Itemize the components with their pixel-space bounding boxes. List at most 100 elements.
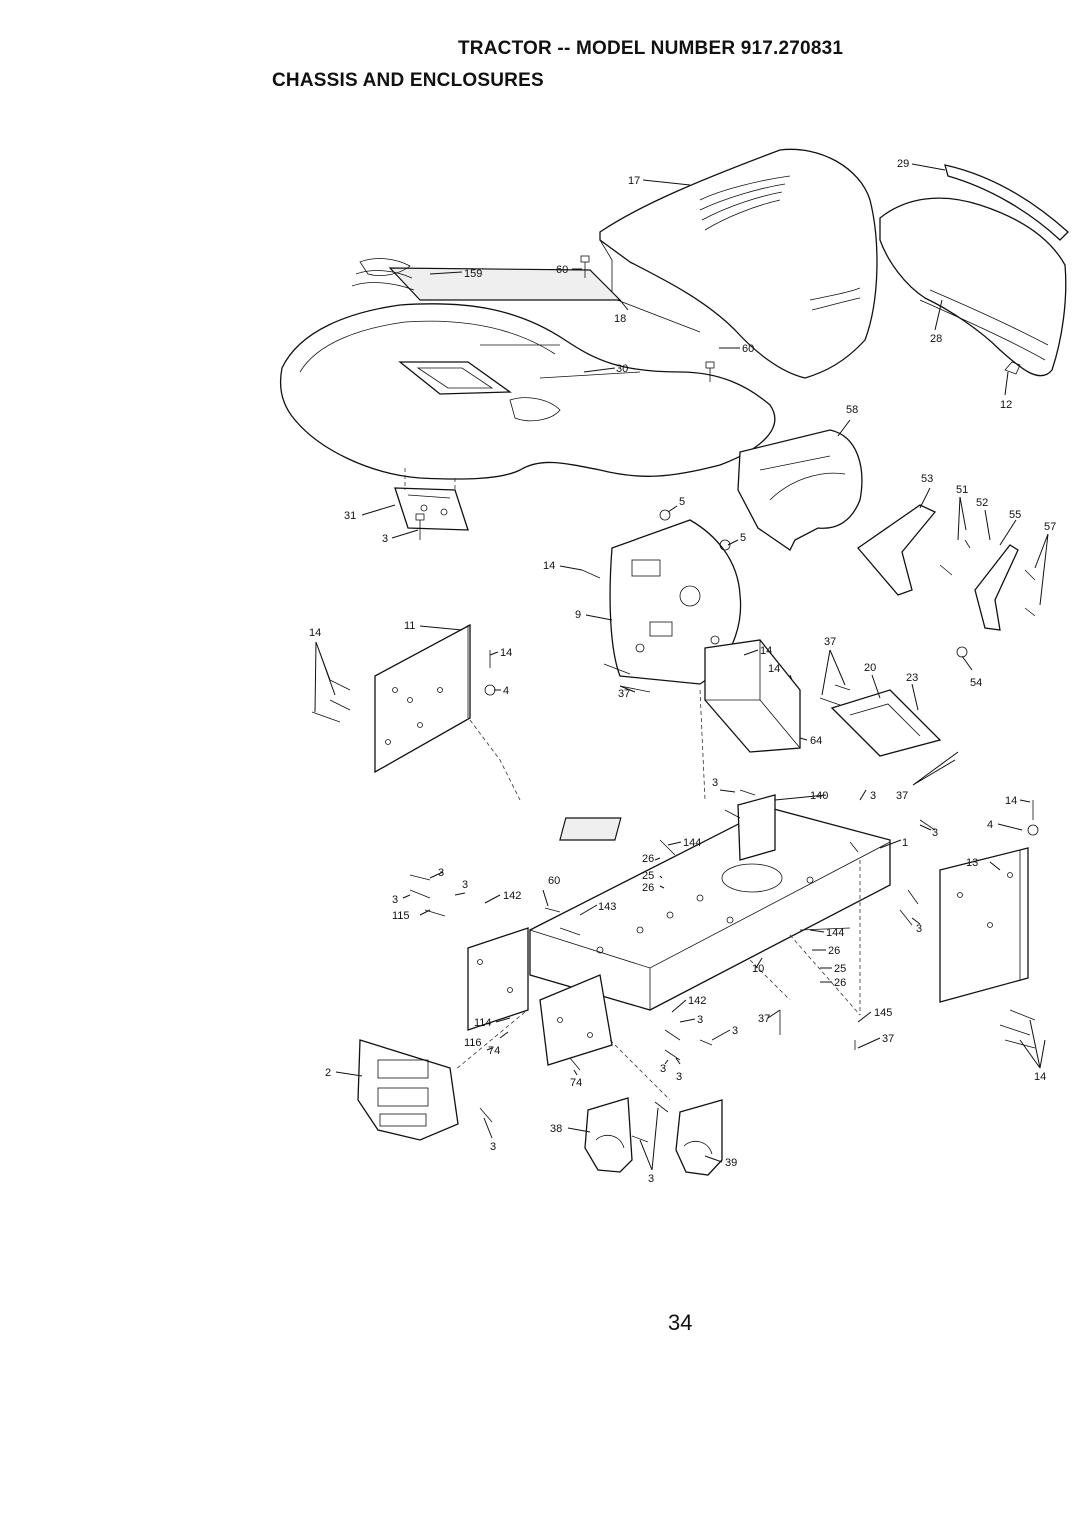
callout-142: 142 [688, 995, 706, 1007]
callout-64: 64 [810, 735, 822, 747]
callout-numbers: 17 29 159 60 18 28 60 30 12 58 31 3 5 5 … [309, 158, 1056, 1185]
callout-29: 29 [897, 158, 909, 170]
left-side-panel-part [374, 623, 471, 774]
decal-part [351, 258, 415, 291]
callout-3: 3 [382, 533, 388, 545]
front-bracket-part [737, 794, 776, 861]
callout-3: 3 [438, 867, 444, 879]
callout-26: 26 [642, 853, 654, 865]
hood-part [599, 148, 878, 379]
callout-3: 3 [697, 1014, 703, 1026]
callout-3: 3 [676, 1071, 682, 1083]
callout-159: 159 [464, 268, 482, 280]
callout-30: 30 [616, 363, 628, 375]
callout-25: 25 [642, 870, 654, 882]
callout-3: 3 [392, 894, 398, 906]
callout-3: 3 [732, 1025, 738, 1037]
callout-3: 3 [870, 790, 876, 802]
callout-3: 3 [462, 879, 468, 891]
callout-26: 26 [828, 945, 840, 957]
callout-14: 14 [1005, 795, 1017, 807]
callout-37: 37 [824, 636, 836, 648]
hitch-plate-part [357, 1039, 459, 1141]
callout-58: 58 [846, 404, 858, 416]
callout-37: 37 [882, 1033, 894, 1045]
footrest-part [737, 429, 863, 551]
callout-18: 18 [614, 313, 626, 325]
callout-37: 37 [758, 1013, 770, 1025]
callout-38: 38 [550, 1123, 562, 1135]
callout-13: 13 [966, 857, 978, 869]
headlight-lens-part [944, 164, 1069, 241]
callout-12: 12 [1000, 399, 1012, 411]
callout-5: 5 [740, 532, 746, 544]
callout-143: 143 [598, 901, 616, 913]
assembly-lines [404, 468, 861, 1101]
callout-116: 116 [464, 1037, 482, 1049]
callout-26: 26 [834, 977, 846, 989]
callout-114: 114 [474, 1017, 492, 1029]
hardware-bolts [311, 255, 1039, 1143]
page-number: 34 [668, 1310, 693, 1335]
callout-3: 3 [660, 1063, 666, 1075]
callout-55: 55 [1009, 509, 1021, 521]
callout-2: 2 [325, 1067, 331, 1079]
callout-11: 11 [404, 620, 415, 632]
grille-part [879, 197, 1067, 377]
callout-74: 74 [570, 1077, 582, 1089]
callout-5: 5 [679, 496, 685, 508]
callout-14: 14 [500, 647, 512, 659]
callout-17: 17 [628, 175, 640, 187]
callout-37: 37 [618, 688, 630, 700]
rear-plate-right-part [539, 974, 613, 1066]
mounting-plate-part [830, 689, 942, 757]
callout-52: 52 [976, 497, 988, 509]
callout-25: 25 [834, 963, 846, 975]
callout-14: 14 [760, 645, 772, 657]
callout-14: 14 [309, 627, 321, 639]
callout-74: 74 [488, 1045, 500, 1057]
seat-bracket-part [394, 487, 469, 531]
callout-60: 60 [742, 343, 754, 355]
fender-deck-part [279, 267, 776, 480]
callout-14: 14 [1034, 1071, 1046, 1083]
callout-26: 26 [642, 882, 654, 894]
callout-20: 20 [864, 662, 876, 674]
right-side-panel-part [939, 847, 1029, 1003]
console-part [704, 639, 801, 753]
callout-144: 144 [683, 837, 701, 849]
rear-plate-left-part [467, 927, 529, 1031]
callout-1: 1 [902, 837, 908, 849]
callout-3: 3 [490, 1141, 496, 1153]
callout-3: 3 [712, 777, 718, 789]
callout-53: 53 [921, 473, 933, 485]
callout-37: 37 [896, 790, 908, 802]
callout-23: 23 [906, 672, 918, 684]
callout-3: 3 [648, 1173, 654, 1185]
callout-3: 3 [916, 923, 922, 935]
callout-57: 57 [1044, 521, 1056, 533]
callout-10: 10 [752, 963, 764, 975]
callout-51: 51 [956, 484, 968, 496]
callout-28: 28 [930, 333, 942, 345]
callout-142: 142 [503, 890, 521, 902]
callout-3: 3 [932, 827, 938, 839]
lift-bracket-part [857, 504, 1019, 631]
callout-60: 60 [556, 264, 568, 276]
callout-39: 39 [725, 1157, 737, 1169]
callout-4: 4 [503, 685, 509, 697]
bracket-left-part [584, 1097, 633, 1173]
callout-140: 140 [810, 790, 828, 802]
callout-31: 31 [344, 510, 356, 522]
callout-leaders [314, 163, 1049, 1171]
callout-144: 144 [826, 927, 844, 939]
callout-145: 145 [874, 1007, 892, 1019]
callout-14: 14 [768, 663, 780, 675]
callout-54: 54 [970, 677, 982, 689]
callout-4: 4 [987, 819, 993, 831]
callout-115: 115 [392, 910, 410, 922]
bracket-right-part [675, 1099, 723, 1176]
diagram-title: TRACTOR -- MODEL NUMBER 917.270831 [458, 38, 844, 59]
